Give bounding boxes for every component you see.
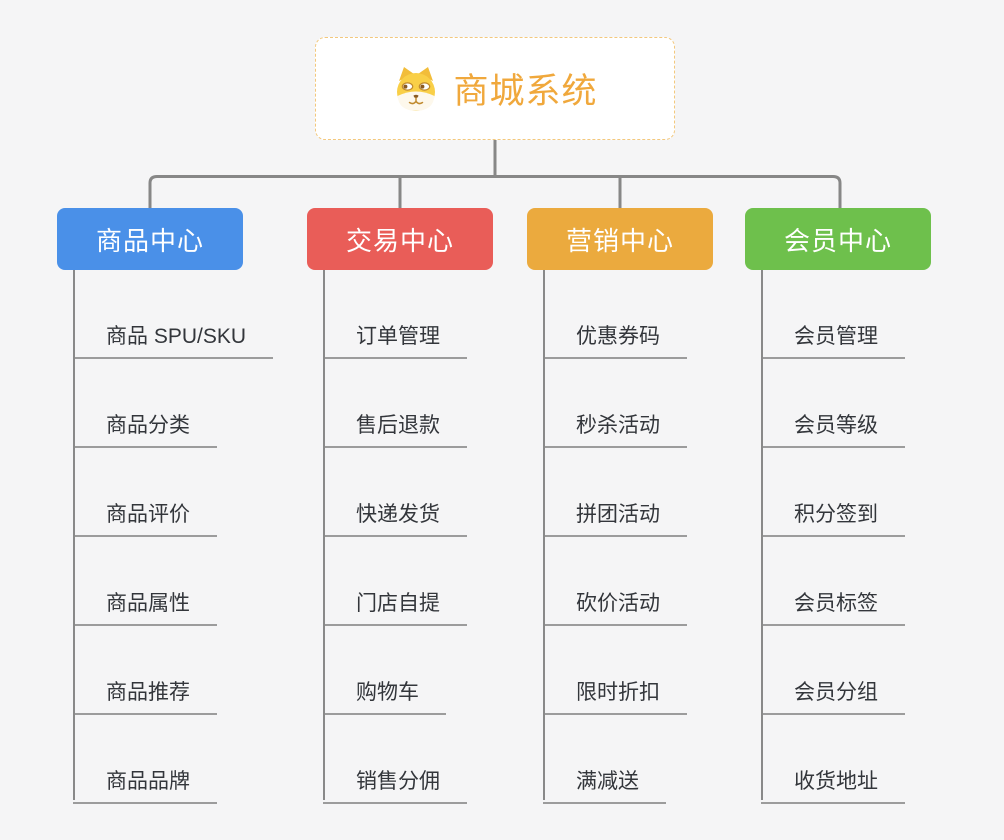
leaf-label: 优惠券码 <box>543 320 687 359</box>
leaf-topic[interactable]: 限时折扣 <box>543 626 687 715</box>
trunk-line <box>323 270 325 800</box>
leaf-label: 会员标签 <box>761 587 905 626</box>
leaf-label: 会员管理 <box>761 320 905 359</box>
root-node[interactable]: 商城系统 <box>315 37 675 140</box>
trunk-line <box>761 270 763 800</box>
leaf-topic[interactable]: 销售分佣 <box>323 715 467 804</box>
leaf-topic[interactable]: 积分签到 <box>761 448 905 537</box>
trunk-line <box>73 270 75 800</box>
leaf-label: 门店自提 <box>323 587 467 626</box>
leaf-label: 售后退款 <box>323 409 467 448</box>
leaf-label: 限时折扣 <box>543 676 687 715</box>
leaf-topic[interactable]: 商品分类 <box>73 359 217 448</box>
leaf-topic[interactable]: 门店自提 <box>323 537 467 626</box>
branch-node-product-center[interactable]: 商品中心 <box>57 208 243 270</box>
branch-node-member-center[interactable]: 会员中心 <box>745 208 931 270</box>
leaf-column-member: 会员管理 会员等级 积分签到 会员标签 会员分组 收货地址 <box>761 270 905 804</box>
leaf-topic[interactable]: 订单管理 <box>323 270 467 359</box>
leaf-label: 商品推荐 <box>73 676 217 715</box>
leaf-topic[interactable]: 商品评价 <box>73 448 217 537</box>
leaf-label: 秒杀活动 <box>543 409 687 448</box>
leaf-topic[interactable]: 会员等级 <box>761 359 905 448</box>
leaf-topic[interactable]: 商品推荐 <box>73 626 217 715</box>
leaf-topic[interactable]: 收货地址 <box>761 715 905 804</box>
leaf-topic[interactable]: 商品品牌 <box>73 715 217 804</box>
leaf-column-product: 商品 SPU/SKU 商品分类 商品评价 商品属性 商品推荐 商品品牌 <box>73 270 274 804</box>
dog-face-icon <box>397 66 436 111</box>
leaf-topic[interactable]: 快递发货 <box>323 448 467 537</box>
leaf-topic[interactable]: 商品 SPU/SKU <box>73 270 274 359</box>
leaf-label: 满减送 <box>543 765 666 804</box>
leaf-label: 砍价活动 <box>543 587 687 626</box>
leaf-column-marketing: 优惠券码 秒杀活动 拼团活动 砍价活动 限时折扣 满减送 <box>543 270 687 804</box>
root-title: 商城系统 <box>453 72 598 111</box>
leaf-label: 商品分类 <box>73 409 217 448</box>
leaf-label: 积分签到 <box>761 498 905 537</box>
leaf-label: 购物车 <box>323 676 446 715</box>
leaf-topic[interactable]: 优惠券码 <box>543 270 687 359</box>
leaf-topic[interactable]: 会员管理 <box>761 270 905 359</box>
leaf-label: 快递发货 <box>323 498 467 537</box>
leaf-label: 商品评价 <box>73 498 217 537</box>
leaf-label: 商品品牌 <box>73 765 217 804</box>
leaf-topic[interactable]: 秒杀活动 <box>543 359 687 448</box>
leaf-topic[interactable]: 砍价活动 <box>543 537 687 626</box>
leaf-label: 销售分佣 <box>323 765 467 804</box>
leaf-topic[interactable]: 购物车 <box>323 626 446 715</box>
trunk-line <box>543 270 545 800</box>
leaf-topic[interactable]: 售后退款 <box>323 359 467 448</box>
leaf-label: 收货地址 <box>761 765 905 804</box>
leaf-label: 拼团活动 <box>543 498 687 537</box>
leaf-topic[interactable]: 会员分组 <box>761 626 905 715</box>
leaf-column-trade: 订单管理 售后退款 快递发货 门店自提 购物车 销售分佣 <box>323 270 467 804</box>
leaf-topic[interactable]: 会员标签 <box>761 537 905 626</box>
leaf-label: 订单管理 <box>323 320 467 359</box>
leaf-topic[interactable]: 满减送 <box>543 715 666 804</box>
leaf-label: 商品 SPU/SKU <box>73 320 274 359</box>
branch-node-marketing-center[interactable]: 营销中心 <box>527 208 713 270</box>
leaf-topic[interactable]: 拼团活动 <box>543 448 687 537</box>
leaf-label: 会员分组 <box>761 676 905 715</box>
leaf-topic[interactable]: 商品属性 <box>73 537 217 626</box>
branch-node-trade-center[interactable]: 交易中心 <box>307 208 493 270</box>
leaf-label: 会员等级 <box>761 409 905 448</box>
leaf-label: 商品属性 <box>73 587 217 626</box>
